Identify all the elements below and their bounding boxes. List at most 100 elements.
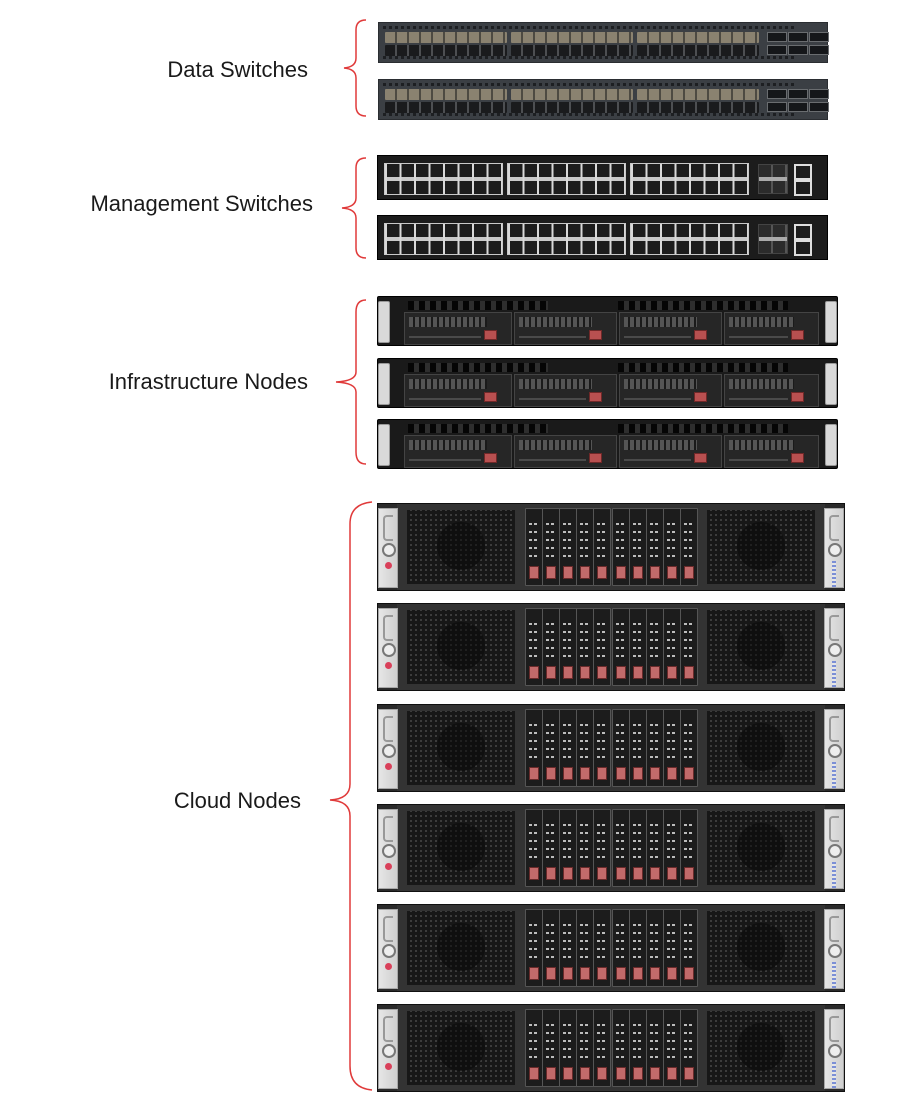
qsfp-port [767, 32, 787, 42]
vent-row [383, 26, 797, 29]
rack-ear-right [824, 809, 844, 889]
drive-sled [576, 1009, 594, 1087]
drive-latch [597, 566, 607, 579]
sled-vents [529, 1024, 539, 1064]
drive-latch [684, 767, 694, 780]
drive-latch [667, 767, 677, 780]
node-front-panel [397, 805, 825, 891]
drive-sled [593, 709, 611, 787]
node-front-panel [397, 705, 825, 791]
fan-icon [437, 522, 485, 570]
uplink-port [794, 240, 812, 256]
qsfp-port [788, 32, 808, 42]
drive-latch [650, 1067, 660, 1080]
drive-sled [559, 608, 577, 686]
sled-vents [563, 924, 573, 964]
sled-vents [529, 623, 539, 663]
sled-vents [597, 523, 607, 563]
sled-vents [650, 924, 660, 964]
drive-sled [629, 1009, 647, 1087]
management-switch [377, 215, 828, 260]
sled-vents [580, 1024, 590, 1064]
drive-sled [525, 809, 543, 887]
sled-vents [667, 924, 677, 964]
drive-bay [514, 374, 617, 407]
sled-vents [616, 623, 626, 663]
sled-vents [529, 724, 539, 764]
drive-latch [546, 1067, 556, 1080]
sled-vents [546, 1024, 556, 1064]
vent-strip [408, 301, 548, 310]
status-led-strip [832, 1062, 836, 1088]
drive-sled [612, 608, 630, 686]
handle-icon [829, 716, 839, 742]
drive-latch [529, 867, 539, 880]
vent-strip [408, 424, 548, 433]
cloud-node [377, 704, 845, 792]
rj45-port-block [384, 163, 503, 195]
sfp-port-row [385, 32, 507, 43]
drive-latch [546, 767, 556, 780]
sled-vents [597, 724, 607, 764]
rack-ear [825, 424, 837, 466]
drive-latch [529, 666, 539, 679]
drive-latch [580, 767, 590, 780]
bay-bar [729, 336, 788, 338]
handle-icon [829, 1016, 839, 1042]
drive-latch [580, 666, 590, 679]
screw-icon [382, 844, 396, 858]
sfp-port-row [511, 32, 633, 43]
sfp-port-row [511, 89, 633, 100]
drive-sled [612, 809, 630, 887]
drive-sled [646, 608, 664, 686]
drive-latch [650, 566, 660, 579]
drive-sled [646, 508, 664, 586]
rj45-port-block [507, 223, 626, 255]
drive-latch [546, 666, 556, 679]
drive-latch [580, 1067, 590, 1080]
qsfp-port [788, 102, 808, 112]
drive-bay [514, 435, 617, 468]
drive-sled [663, 608, 681, 686]
uplink-port [794, 164, 812, 180]
brace-infrastructure-nodes [335, 299, 367, 465]
qsfp-port [809, 102, 829, 112]
drive-latch [484, 392, 497, 402]
drive-sled [525, 1009, 543, 1087]
drive-latch [684, 867, 694, 880]
drive-latch [633, 666, 643, 679]
screw-icon [382, 944, 396, 958]
status-led-strip [832, 762, 836, 788]
rack-ear [378, 363, 390, 405]
sled-vents [633, 523, 643, 563]
handle-icon [383, 615, 393, 641]
drive-sled [525, 608, 543, 686]
drive-sled [612, 508, 630, 586]
drive-sled [593, 508, 611, 586]
rj45-port-block [630, 223, 749, 255]
sled-vents [597, 1024, 607, 1064]
drive-latch [684, 967, 694, 980]
rack-ear-right [824, 1009, 844, 1089]
bay-bar [624, 398, 691, 400]
vent-strip [618, 301, 788, 310]
drive-latch [667, 666, 677, 679]
drive-sled [525, 909, 543, 987]
status-led-strip [832, 862, 836, 888]
infrastructure-node [377, 419, 838, 469]
drive-latch [563, 967, 573, 980]
sled-vents [667, 623, 677, 663]
drive-latch [694, 453, 707, 463]
drive-sled [525, 709, 543, 787]
data-switch [378, 22, 829, 63]
fan-icon [437, 923, 485, 971]
drive-latch [529, 967, 539, 980]
drive-sled [629, 809, 647, 887]
drive-latch [791, 453, 804, 463]
sled-vents [633, 1024, 643, 1064]
qsfp-port [767, 89, 787, 99]
sfp-port-block [758, 224, 788, 254]
brace-cloud-nodes [329, 501, 373, 1091]
rack-ear-left [378, 909, 398, 989]
rack-ear-left [378, 608, 398, 688]
